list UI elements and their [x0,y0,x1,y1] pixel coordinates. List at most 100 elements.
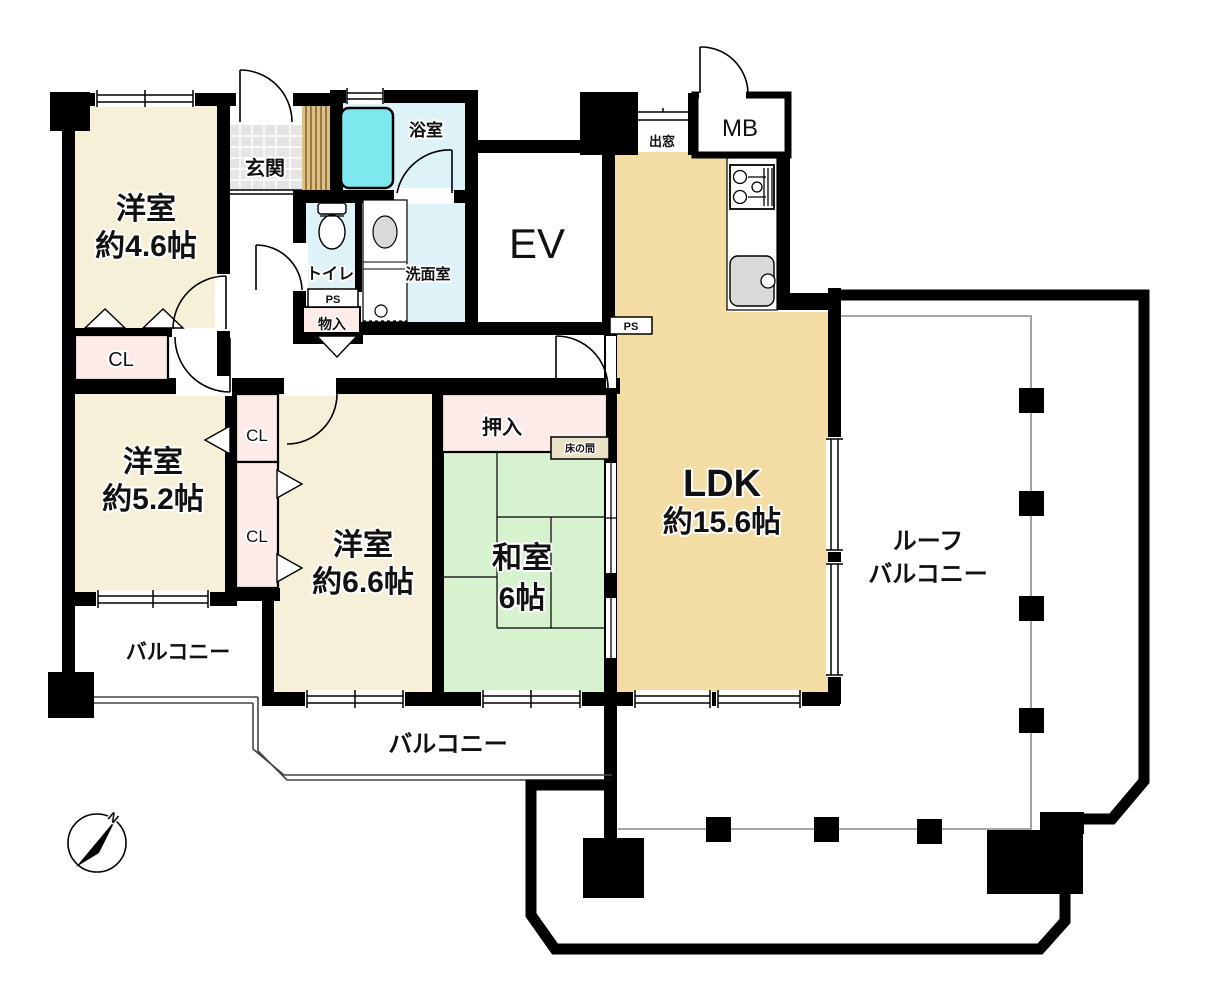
door-arc-entrance [239,69,293,123]
door-arc-toilet [255,244,303,291]
label-storage: 物入 [318,316,346,332]
closet-cl2-box [234,460,280,590]
door-arc-bathroom [396,149,453,194]
label-bathroom: 浴室 [409,120,443,140]
roof-balcony-outline-upper [834,289,1150,825]
label-western66-size: 約6.6帖 [312,566,414,599]
label-ldk-name: LDK [683,463,762,505]
room-ldk-floor [615,152,828,692]
toilet-icon [317,202,347,250]
wall-western46-right [217,93,230,380]
kitchen-sink-icon [729,255,776,307]
roof-balcony-left-block [583,838,644,898]
roof-balcony-pillars [706,388,1044,844]
label-japanese-name: 和室 [492,541,552,575]
window-western52-bottom [96,590,210,608]
window-western46-top [95,90,195,107]
door-arc-western66 [286,393,338,445]
wall-bathroom-ev [465,90,478,335]
kitchen-counter [726,157,778,311]
tokonoma-box [550,436,610,460]
wall-roof-left-stub [604,704,617,844]
door-swings [172,46,749,445]
entrance-step-line [228,189,302,195]
wall-kitchen-right [777,148,790,310]
railing-left-balcony [94,696,258,704]
entrance-tile-grid [228,125,302,190]
washer-tap-icon [374,304,388,318]
railing-bottom-balcony-inner [252,703,612,776]
balcony-railings [94,696,612,781]
label-balcony-left: バルコニー [126,641,231,664]
wall-ev-right [602,140,615,334]
wall-stub-roof [777,293,839,310]
fixtures [317,106,778,323]
opening-western46-door [215,274,232,331]
labels: 洋室 約4.6帖 洋室 約5.2帖 洋室 約6.6帖 和室 6帖 LDK 約15… [93,113,990,760]
folding-door-icons [83,308,359,584]
door-arc-meter-box [699,46,749,94]
label-pipe-space-1: PS [326,294,341,306]
stove-icon [729,164,775,210]
roof-balcony-corner-block [987,830,1083,894]
label-entrance: 玄関 [245,156,285,180]
label-elevator: EV [509,220,565,267]
label-western66-name: 洋室 [333,528,393,562]
window-western66-bottom [305,690,405,708]
roof-balcony-corner-block [1040,812,1084,834]
opening-bath-door [394,188,454,204]
label-tokonoma: 床の間 [565,442,595,455]
tatami-lines [444,452,605,629]
opening-toilet-door [291,243,308,291]
pillar [1019,491,1044,516]
door-arc-western46 [172,275,227,330]
label-closet-3: CL [246,527,268,546]
wall-ev-top [465,140,615,153]
label-bay-window: 出窓 [649,134,675,149]
label-ldk-size: 約15.6帖 [663,506,781,539]
folding-door-icon [276,552,304,584]
label-western46-size: 約4.6帖 [95,230,197,263]
door-arc-ldk [555,335,609,389]
closet-top-left-box [73,333,170,382]
pillar [1019,708,1044,733]
label-roof-balcony-1: ルーフ [893,528,964,555]
wall-block-ev-baywindow [580,92,638,155]
shoe-cabinet-slats [302,106,330,190]
wall-corridor-top [293,322,615,335]
wall-toilet-washroom [355,200,362,292]
label-closet-1: CL [108,349,134,371]
door-arc-western52 [174,336,231,393]
pillar [814,817,839,842]
pillar [706,817,731,842]
label-washroom: 洗面室 [405,265,450,283]
wall-western66-right [432,394,444,706]
pillar [1019,596,1044,621]
label-balcony-bottom: バルコニー [388,731,508,758]
label-pipe-space-2: PS [624,321,639,333]
label-roof-balcony-2: バルコニー [868,561,988,588]
wall-corner-balcony-left [48,672,94,718]
window-japanese-bottom [481,690,582,708]
pillar [917,819,942,844]
window-ldk-right [826,437,843,677]
window-bay [636,108,691,124]
fusuma-lines [605,463,616,658]
label-japanese-size: 6帖 [499,582,546,615]
folding-door-icon [203,424,231,456]
compass: N [67,808,127,873]
label-western46-name: 洋室 [116,192,176,226]
window-ldk-bottom [633,690,802,708]
opening-entrance-door [236,91,293,107]
roof-balcony [525,289,1150,955]
label-closet-2: CL [246,426,268,445]
vanity-sink-icon [362,199,408,323]
folding-door-icon [83,308,127,329]
pillar [1019,388,1044,413]
folding-door-icon [315,335,359,359]
meter-box-door-gap [699,89,746,100]
windows [95,88,843,708]
opening-ldk-door [606,336,616,388]
pipe-space-box-2 [609,316,653,335]
